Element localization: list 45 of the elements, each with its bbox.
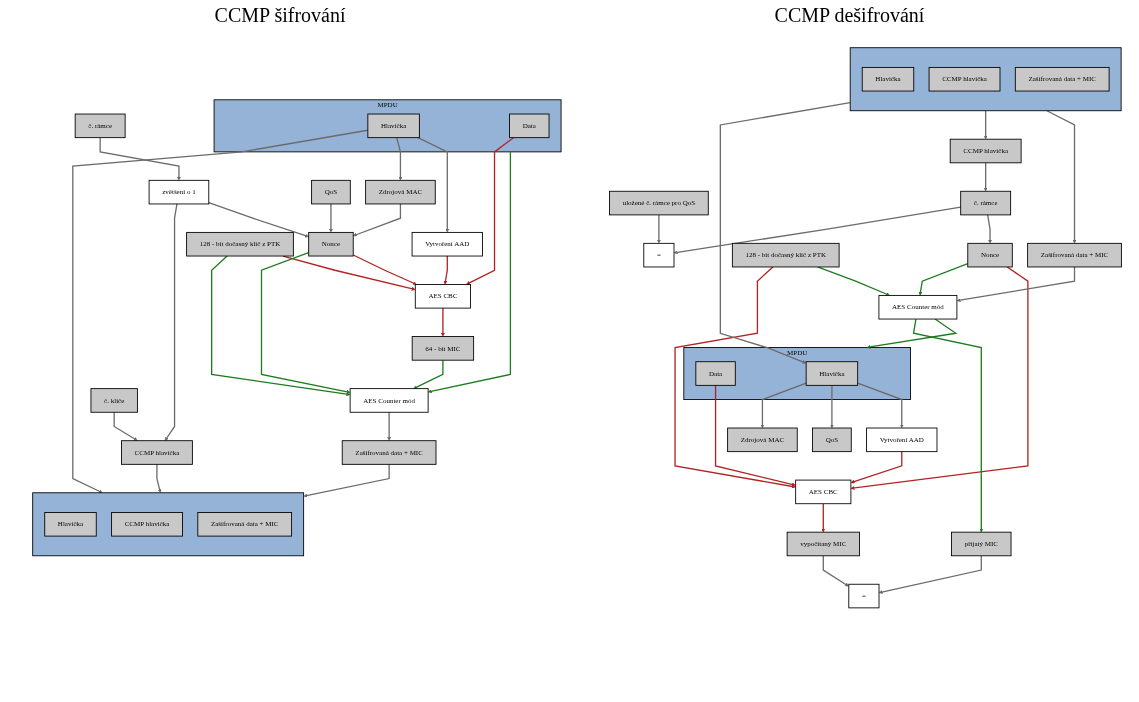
- arrow: [821, 503, 826, 533]
- arrow: [441, 307, 445, 337]
- arrow: [918, 263, 969, 296]
- arrow: [956, 266, 1076, 303]
- arrow: [417, 137, 450, 233]
- arrow: [673, 206, 962, 255]
- arrow: [983, 110, 988, 140]
- arrow: [352, 254, 417, 285]
- cluster: [849, 47, 1122, 112]
- arrow: [353, 203, 402, 237]
- arrow: [208, 202, 309, 238]
- arrow: [719, 101, 851, 364]
- arrow: [656, 214, 661, 244]
- arrow: [830, 384, 834, 429]
- arrow: [878, 555, 982, 594]
- arrow: [303, 463, 390, 498]
- arrow: [674, 266, 796, 489]
- arrow: [714, 384, 796, 487]
- arrow: [822, 555, 849, 587]
- section-heading: CCMP šifrování: [214, 3, 346, 27]
- arrow: [99, 137, 181, 181]
- arrow: [760, 382, 807, 429]
- arrow: [211, 255, 351, 397]
- cluster: [32, 492, 305, 557]
- arrow: [983, 162, 988, 192]
- arrow: [850, 266, 1029, 490]
- arrow: [387, 411, 392, 441]
- arrow: [1046, 110, 1077, 244]
- section-heading: CCMP dešifrování: [774, 3, 925, 27]
- arrow: [857, 382, 904, 429]
- arrow: [329, 203, 333, 233]
- arrow: [260, 251, 351, 394]
- arrow: [466, 137, 515, 285]
- arrow: [156, 463, 162, 493]
- arrow: [413, 359, 444, 389]
- arrow: [427, 151, 512, 394]
- arrow: [987, 214, 992, 244]
- arrow: [113, 411, 138, 441]
- arrow: [866, 318, 958, 349]
- arrow: [396, 137, 403, 181]
- arrow: [850, 451, 903, 484]
- arrow: [443, 255, 448, 285]
- arrow: [164, 203, 178, 441]
- arrow: [912, 318, 984, 533]
- arrow: [72, 129, 369, 493]
